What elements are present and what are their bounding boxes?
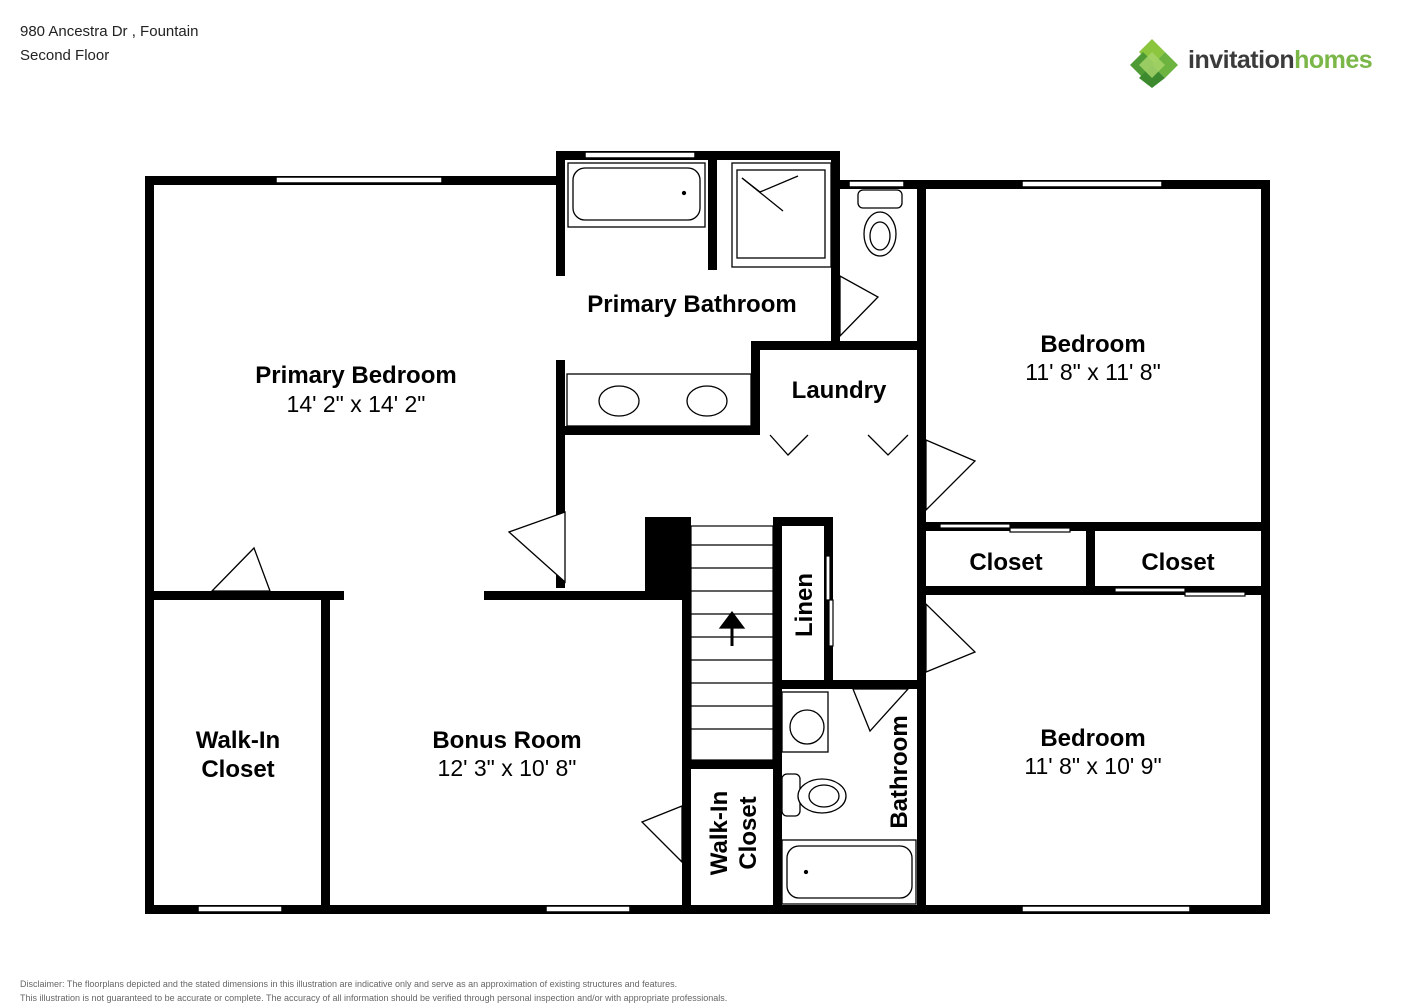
sink-icon xyxy=(598,385,640,417)
primary-bedroom-dims: 14' 2" x 14' 2" xyxy=(287,391,426,417)
sliding-doors xyxy=(825,523,1246,647)
bonus-room-label: Bonus Room xyxy=(432,727,581,754)
bonus-room-dims: 12' 3" x 10' 8" xyxy=(438,755,577,781)
toilet-icon xyxy=(781,773,801,817)
laundry-label: Laundry xyxy=(792,377,887,404)
diamond-cluster-logo-icon xyxy=(1130,39,1178,88)
brand-logo: invitationhomes xyxy=(1128,36,1388,90)
linen-label: Linen xyxy=(791,573,818,637)
brand-word-invitation: invitation xyxy=(1188,46,1295,74)
primary-bathroom-label: Primary Bathroom xyxy=(587,291,796,318)
stairs xyxy=(690,525,774,761)
primary-bedroom-label: Primary Bedroom xyxy=(255,362,456,389)
disclaimer-line-2: This illustration is not guaranteed to b… xyxy=(20,993,728,1003)
bathroom-label: Bathroom xyxy=(886,715,913,828)
brand-wordmark: invitationhomes xyxy=(1188,46,1373,75)
sink-icon xyxy=(789,709,825,745)
walk-in-closet-2-label-line1: Walk-In xyxy=(706,791,733,875)
bedroom-2-dims: 11' 8" x 10' 9" xyxy=(1024,753,1161,779)
closet-2-label: Closet xyxy=(1141,549,1214,576)
toilet-icon xyxy=(857,189,903,209)
sink-icon xyxy=(686,385,728,417)
bedroom-2-label: Bedroom xyxy=(1040,725,1145,752)
walk-in-closet-2-label-line2: Closet xyxy=(735,796,762,869)
disclaimer-line-1: Disclaimer: The floorplans depicted and … xyxy=(20,979,678,989)
property-address: 980 Ancestra Dr , Fountain xyxy=(20,23,199,40)
floor-label: Second Floor xyxy=(20,47,110,64)
closet-1-label: Closet xyxy=(969,549,1042,576)
walk-in-closet-1-label-line2: Closet xyxy=(201,756,274,783)
bedroom-1-dims: 11' 8" x 11' 8" xyxy=(1025,359,1161,385)
windows xyxy=(197,151,1191,913)
bedroom-1-label: Bedroom xyxy=(1040,331,1145,358)
fixtures xyxy=(566,162,917,905)
walk-in-closet-1-label-line1: Walk-In xyxy=(196,727,280,754)
doors xyxy=(210,274,977,864)
brand-word-homes: homes xyxy=(1294,46,1373,74)
